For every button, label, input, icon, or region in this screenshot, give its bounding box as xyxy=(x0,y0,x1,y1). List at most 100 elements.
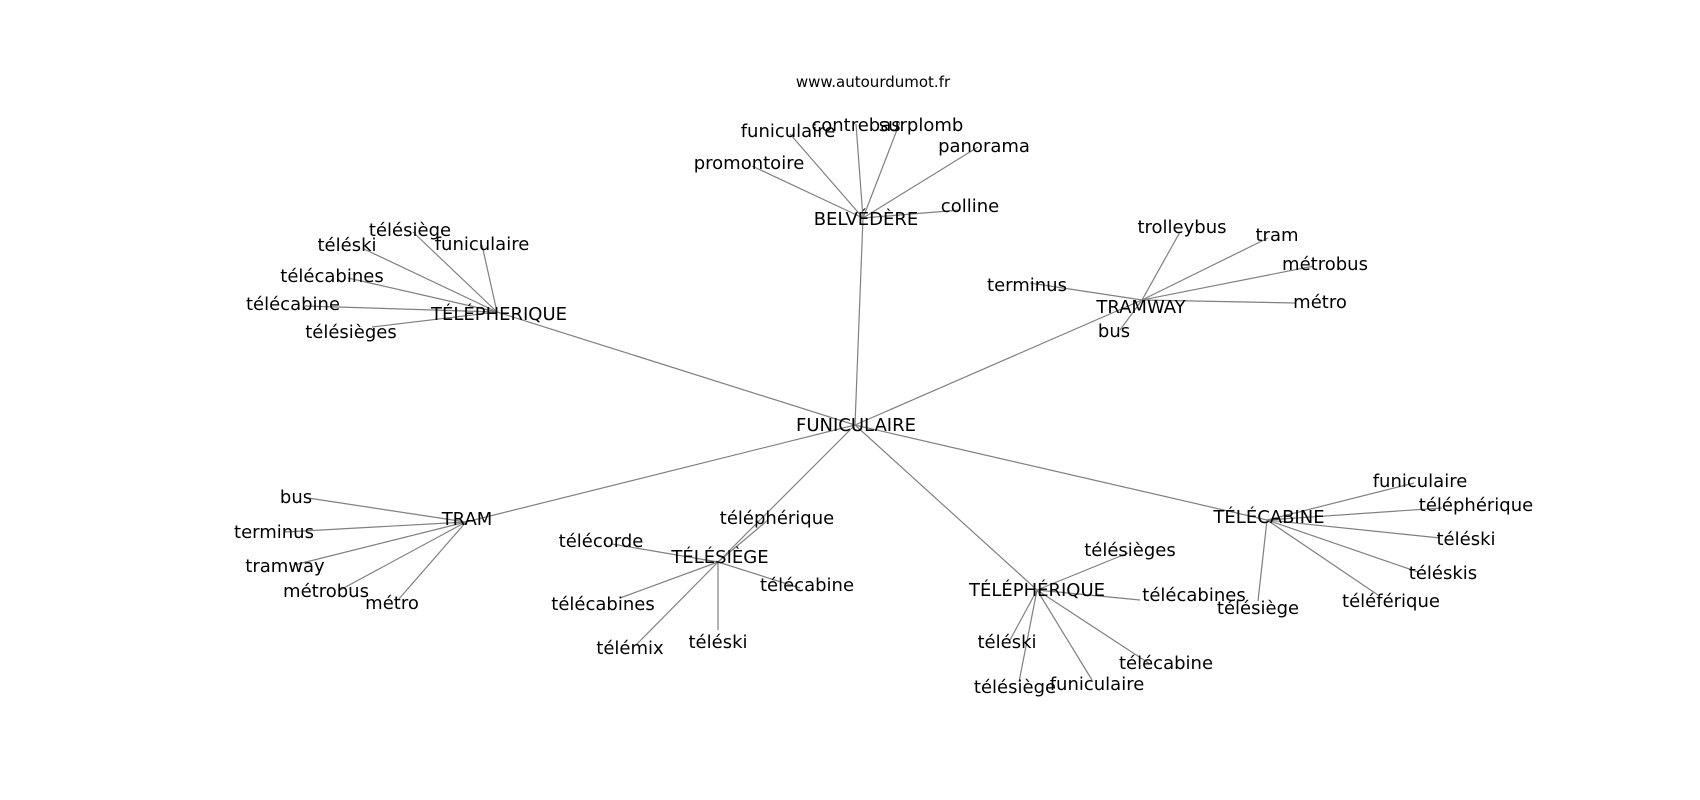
edge-tram-to-metrobus xyxy=(339,521,467,591)
leaf-node-telepherique-telesieges: télésièges xyxy=(305,322,397,343)
edge-center-to-telecabine xyxy=(854,424,1268,521)
leaf-node-telesiege-teleski: téléski xyxy=(688,632,747,653)
leaf-node-telepherique-telecabine: télécabine xyxy=(246,294,340,315)
leaf-node-belvedere-colline: colline xyxy=(941,196,999,217)
leaf-node-tram-bus: bus xyxy=(280,487,312,508)
leaf-node-telecabine-telepherique: téléphérique xyxy=(1419,495,1533,516)
edge-telepherique-to-teleski xyxy=(363,248,498,313)
edge-belvedere-to-promontoire xyxy=(751,165,864,219)
edge-telepherique-to-funiculaire xyxy=(1036,589,1093,681)
graph-edges xyxy=(284,121,1443,683)
edge-telecabine-to-telesiege xyxy=(1257,519,1268,602)
edge-center-to-telesiege xyxy=(717,424,856,563)
edge-tram-to-tramway xyxy=(293,521,467,566)
edge-telesiege-to-telecabines xyxy=(619,561,719,599)
leaf-node-tram-metrobus: métrobus xyxy=(283,581,369,602)
edge-center-to-telepherique xyxy=(854,424,1038,591)
edge-telepherique-to-teleski xyxy=(1009,589,1038,641)
leaf-node-belvedere-surplomb: surplomb xyxy=(879,115,964,136)
leaf-node-telesiege-telemix: télémix xyxy=(596,638,664,659)
edge-telesiege-to-telecorde xyxy=(611,543,719,563)
leaf-node-telecabine-teleskis: téléskis xyxy=(1409,563,1477,584)
hub-node-telecabine: TÉLÉCABINE xyxy=(1212,506,1324,528)
edge-telecabine-to-telepherique xyxy=(1266,507,1443,521)
edge-telecabine-to-teleferique xyxy=(1266,519,1379,596)
edge-telepherique-to-telesiege xyxy=(1018,589,1038,683)
edge-telepherique-to-telesieges xyxy=(371,311,498,328)
leaf-node-tram-tramway: tramway xyxy=(245,556,325,577)
source-label: www.autourdumot.fr xyxy=(796,73,951,91)
leaf-node-belvedere-panorama: panorama xyxy=(938,136,1030,157)
edge-belvedere-to-colline xyxy=(862,209,961,219)
leaf-node-telepherique-teleski: téléski xyxy=(317,235,376,256)
edge-telepherique-to-telecabines xyxy=(347,277,498,313)
edge-belvedere-to-contrebas xyxy=(855,123,864,219)
edge-telecabine-to-funiculaire xyxy=(1266,482,1415,521)
edge-telepherique-to-telecabines xyxy=(1036,589,1141,601)
edge-tramway-to-bus xyxy=(1119,299,1143,331)
leaf-node-telepherique-telecabines: télécabines xyxy=(280,266,383,287)
leaf-node-telesiege-telecabines: télécabines xyxy=(551,594,654,615)
edge-belvedere-to-surplomb xyxy=(862,121,901,219)
edge-tramway-to-terminus xyxy=(1029,282,1143,301)
graph-labels: FUNICULAIREBELVÉDÈREfuniculairecontrebas… xyxy=(234,115,1533,698)
leaf-node-telecabine-funiculaire: funiculaire xyxy=(1373,471,1468,492)
leaf-node-telecabine-teleferique: téléférique xyxy=(1342,591,1440,612)
edge-center-to-tramway xyxy=(854,299,1143,426)
edge-telesiege-to-telemix xyxy=(635,561,719,646)
leaf-node-telepherique-telesieges: télésièges xyxy=(1084,540,1176,561)
leaf-node-telesiege-telecorde: télécorde xyxy=(559,531,644,552)
hub-node-telepherique: TÉLÉPHERIQUE xyxy=(430,303,567,325)
edge-telecabine-to-teleski xyxy=(1266,519,1441,539)
leaf-node-telepherique-teleski: téléski xyxy=(977,632,1036,653)
hub-node-belvedere: BELVÉDÈRE xyxy=(814,208,919,230)
edge-telepherique-to-telesiege xyxy=(412,231,498,313)
edge-center-to-telepherique xyxy=(496,311,856,426)
edge-tramway-to-metro xyxy=(1141,299,1297,304)
hub-node-telesiege: TÉLÉSIÈGE xyxy=(670,546,768,568)
edge-telesiege-to-telepherique xyxy=(717,519,769,563)
leaf-node-tramway-terminus: terminus xyxy=(987,275,1067,296)
leaf-node-tramway-bus: bus xyxy=(1098,321,1130,342)
leaf-node-tram-metro: métro xyxy=(365,593,419,614)
edge-tramway-to-trolleybus xyxy=(1141,231,1181,301)
edge-telecabine-to-teleskis xyxy=(1266,519,1419,573)
edge-tram-to-metro xyxy=(397,521,467,601)
leaf-node-telepherique-funiculaire: funiculaire xyxy=(435,234,530,255)
edge-tram-to-bus xyxy=(307,497,467,523)
leaf-node-tramway-tram: tram xyxy=(1255,225,1298,246)
leaf-node-telepherique-telecabine: télécabine xyxy=(1119,653,1213,674)
edge-telepherique-to-funiculaire xyxy=(481,244,498,313)
edge-tram-to-terminus xyxy=(284,521,467,533)
leaf-node-telepherique-funiculaire: funiculaire xyxy=(1050,674,1145,695)
leaf-node-telepherique-telesiege: télésiège xyxy=(369,220,451,241)
leaf-node-telecabine-teleski: téléski xyxy=(1436,529,1495,550)
edge-telesiege-to-telecabine xyxy=(717,561,801,589)
hub-node-tramway: TRAMWAY xyxy=(1095,297,1186,318)
edge-center-to-tram xyxy=(465,424,856,523)
edge-center-to-belvedere xyxy=(854,217,864,426)
leaf-node-belvedere-promontoire: promontoire xyxy=(694,153,805,174)
leaf-node-tramway-metrobus: métrobus xyxy=(1282,254,1368,275)
leaf-node-tramway-metro: métro xyxy=(1293,292,1347,313)
hub-node-tram: TRAM xyxy=(441,509,493,530)
hub-node-telepherique: TÉLÉPHÉRIQUE xyxy=(968,579,1105,601)
center-node-label: FUNICULAIRE xyxy=(796,415,916,436)
edge-tramway-to-tram xyxy=(1141,237,1269,301)
leaf-node-belvedere-contrebas: contrebas xyxy=(811,115,900,136)
edge-belvedere-to-panorama xyxy=(862,146,979,219)
leaf-node-telesiege-telecabine: télécabine xyxy=(760,575,854,596)
leaf-node-telesiege-telepherique: téléphérique xyxy=(720,508,834,529)
edge-telepherique-to-telesieges xyxy=(1036,552,1129,591)
leaf-node-telepherique-telesiege: télésiège xyxy=(974,677,1056,698)
edge-tramway-to-metrobus xyxy=(1141,265,1315,301)
leaf-node-tram-terminus: terminus xyxy=(234,522,314,543)
edge-telepherique-to-telecabine xyxy=(304,305,498,313)
leaf-node-telepherique-telecabines: télécabines xyxy=(1142,585,1245,606)
leaf-node-tramway-trolleybus: trolleybus xyxy=(1137,217,1226,238)
edge-telepherique-to-telecabine xyxy=(1036,589,1151,665)
leaf-node-belvedere-funiculaire: funiculaire xyxy=(741,121,836,142)
leaf-node-telecabine-telesiege: télésiège xyxy=(1217,598,1299,619)
edge-belvedere-to-funiculaire xyxy=(789,133,864,219)
